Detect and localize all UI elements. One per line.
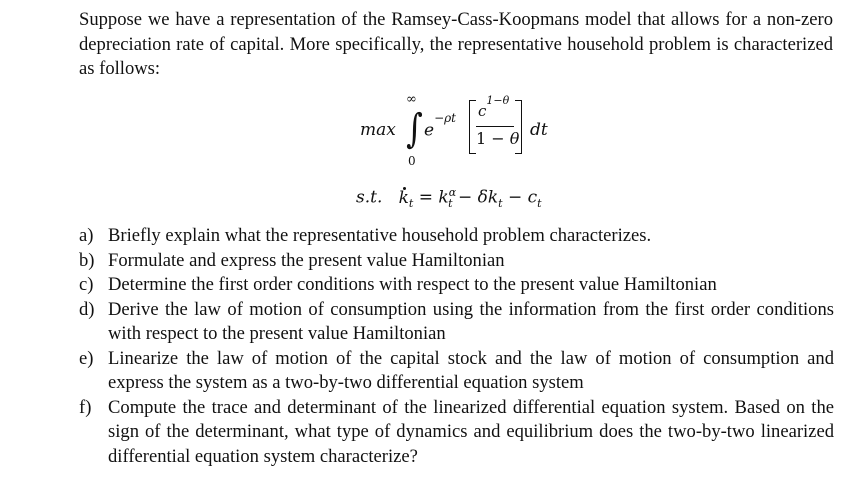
item-text: Compute the trace and determinant of the… xyxy=(108,396,834,467)
intro-paragraph: Suppose we have a representation of the … xyxy=(79,9,833,79)
item-marker: f) xyxy=(79,396,92,418)
item-text: Formulate and express the present value … xyxy=(108,249,505,271)
alpha-power: α xyxy=(448,186,457,199)
delta-k-sub: t xyxy=(498,197,503,211)
k-sub: t xyxy=(448,197,453,211)
list-item: f) Compute the trace and determinant of t… xyxy=(79,396,834,470)
item-text: Briefly explain what the representative … xyxy=(108,225,652,246)
list-item: d) Derive the law of motion of consumptio… xyxy=(79,298,834,347)
k-dot: k xyxy=(398,186,409,208)
max-operator: max xyxy=(360,120,396,140)
denominator-theta: θ xyxy=(509,129,520,148)
integral-lower-limit: 0 xyxy=(408,154,416,168)
integral-upper-limit: ∞ xyxy=(406,92,417,107)
depreciation-term: − δk xyxy=(452,187,499,208)
item-text: Derive the law of motion of consumption … xyxy=(108,298,834,345)
right-bracket xyxy=(515,100,522,154)
denominator-one: 1 − xyxy=(476,129,510,148)
discount-factor: e−ρt xyxy=(424,111,456,141)
item-marker: d) xyxy=(79,298,95,320)
item-marker: a) xyxy=(79,225,94,246)
item-text: Linearize the law of motion of the capit… xyxy=(108,347,834,394)
item-marker: c) xyxy=(79,274,94,295)
exp-base: e xyxy=(424,120,435,141)
equals-k: = k xyxy=(413,187,449,208)
list-item: a) Briefly explain what the representativ… xyxy=(79,224,834,249)
differential-dt: dt xyxy=(530,120,548,140)
utility-numerator: c1−θ xyxy=(478,94,509,120)
exp-power: −ρt xyxy=(434,111,456,125)
k-dot-sub: t xyxy=(408,197,414,211)
consumption-term: − c xyxy=(502,187,538,208)
item-marker: e) xyxy=(79,347,94,369)
list-item: e) Linearize the law of motion of the cap… xyxy=(79,347,834,396)
c-sub: t xyxy=(537,197,542,211)
objective-equation: max ∞ ∫ 0 e−ρt c1−θ 1 − θ dt xyxy=(360,92,590,172)
list-item: b) Formulate and express the present valu… xyxy=(79,249,834,274)
list-item: c) Determine the first order conditions w… xyxy=(79,273,834,298)
fraction-bar xyxy=(476,126,514,127)
constraint-equation: s.t. kt = kαt − δkt − ct xyxy=(356,186,542,210)
subject-to: s.t. xyxy=(356,187,383,208)
item-marker: b) xyxy=(79,249,95,271)
question-list: a) Briefly explain what the representativ… xyxy=(79,224,834,469)
item-text: Determine the first order conditions wit… xyxy=(108,274,717,295)
utility-denominator: 1 − θ xyxy=(476,129,519,148)
left-bracket xyxy=(469,100,476,154)
numerator-power: 1−θ xyxy=(486,94,510,107)
numerator-base: c xyxy=(478,102,487,120)
integral-sign: ∫ xyxy=(406,106,423,152)
